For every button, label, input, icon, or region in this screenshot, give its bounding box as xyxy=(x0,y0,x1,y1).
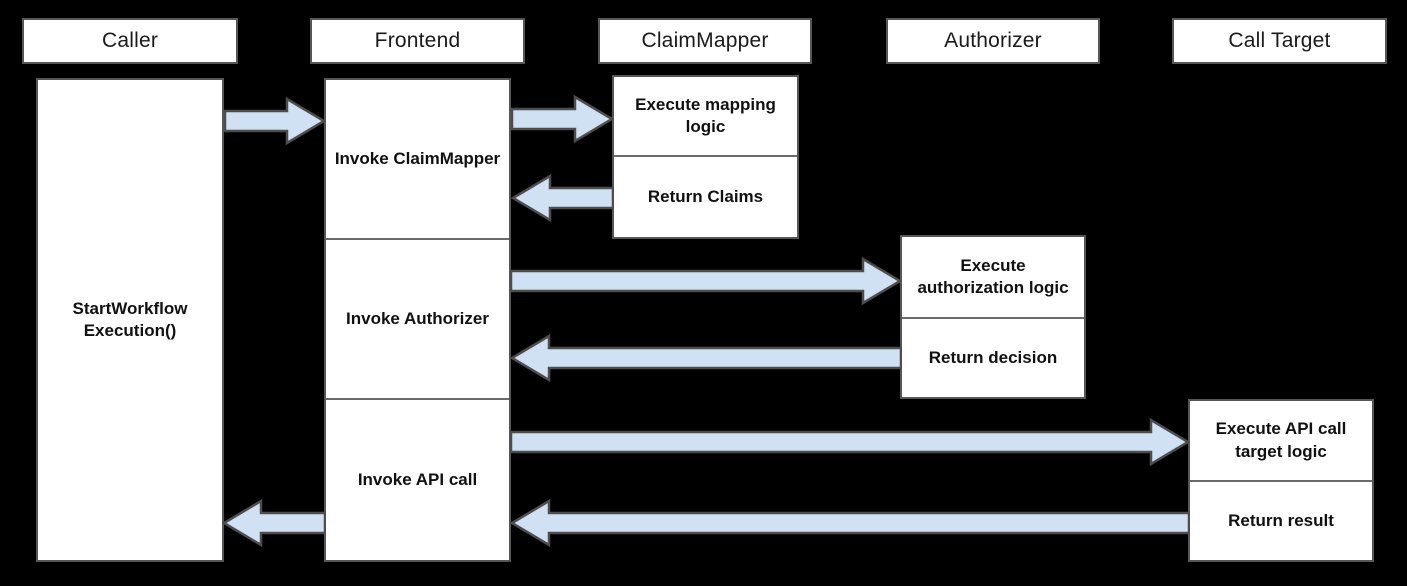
action-cell-caller-bottom xyxy=(38,400,222,560)
lifeline-header-label: Caller xyxy=(101,29,159,52)
action-cell-execute-authorization-logic[interactable]: Execute authorization logic xyxy=(902,237,1084,319)
action-cell-start-workflow-execution[interactable]: StartWorkflow Execution() xyxy=(72,298,188,340)
activation-box-frontend: Invoke ClaimMapper Invoke Authorizer Inv… xyxy=(324,78,511,562)
activation-box-authorizer: Execute authorization logic Return decis… xyxy=(900,235,1086,399)
activation-box-call-target: Execute API call target logic Return res… xyxy=(1188,399,1374,562)
action-cell-invoke-api-call[interactable]: Invoke API call xyxy=(357,469,478,489)
lifeline-header-label: ClaimMapper xyxy=(641,29,769,52)
action-cell-invoke-authorizer[interactable]: Invoke Authorizer xyxy=(326,240,509,400)
action-cell-execute-api-call-target-logic[interactable]: Execute API call target logic xyxy=(1190,401,1372,482)
lifeline-header-claimmapper[interactable]: ClaimMapper xyxy=(598,18,812,64)
arrow-frontend-to-authorizer[interactable] xyxy=(510,257,902,305)
action-cell-return-claims[interactable]: Return Claims xyxy=(647,186,764,206)
arrow-authorizer-to-frontend[interactable] xyxy=(510,334,902,382)
arrow-caller-to-frontend[interactable] xyxy=(224,97,326,145)
lifeline-header-authorizer[interactable]: Authorizer xyxy=(886,18,1100,64)
lifeline-header-call-target[interactable]: Call Target xyxy=(1172,18,1387,64)
arrow-frontend-to-caller[interactable] xyxy=(222,499,326,547)
action-cell-invoke-claimmapper[interactable]: Invoke ClaimMapper xyxy=(326,80,509,240)
lifeline-header-caller[interactable]: Caller xyxy=(22,18,238,64)
lifeline-header-label: Call Target xyxy=(1228,29,1331,52)
action-cell-execute-mapping-logic[interactable]: Execute mapping logic xyxy=(614,77,797,157)
action-cell-return-decision[interactable]: Return decision xyxy=(928,347,1058,367)
lifeline-header-frontend[interactable]: Frontend xyxy=(310,18,525,64)
activation-box-claimmapper: Execute mapping logic Return Claims xyxy=(612,75,799,239)
arrow-frontend-to-call-target[interactable] xyxy=(510,418,1190,466)
lifeline-header-label: Authorizer xyxy=(944,29,1042,52)
action-cell-caller-top xyxy=(38,80,222,240)
lifeline-header-label: Frontend xyxy=(374,29,461,52)
activation-box-caller: StartWorkflow Execution() xyxy=(36,78,224,562)
action-cell-return-result[interactable]: Return result xyxy=(1228,510,1334,530)
arrow-call-target-to-frontend[interactable] xyxy=(510,499,1190,547)
arrow-claimmapper-to-frontend[interactable] xyxy=(511,174,614,222)
arrow-frontend-to-claimmapper[interactable] xyxy=(511,95,614,143)
